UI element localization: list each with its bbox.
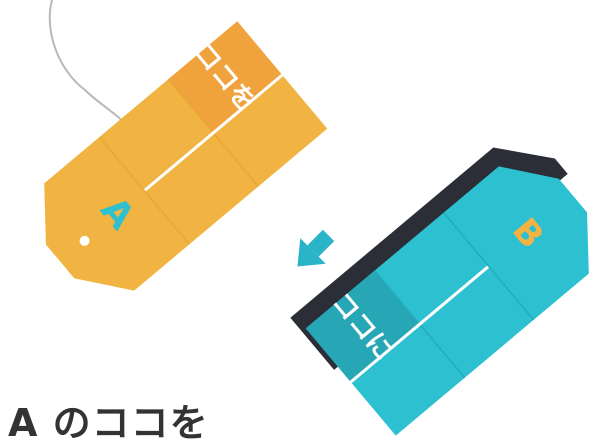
tag-a-grid-line: [98, 136, 190, 245]
tag-a-target-area: [168, 21, 283, 133]
tag-string: [48, 0, 131, 131]
tag-b-center-line: [349, 265, 490, 384]
down-right-arrow-icon: [297, 229, 335, 267]
tag-a: A ココを: [44, 21, 328, 291]
tag-b: B ココに: [290, 147, 589, 436]
tag-b-grid-line: [443, 212, 535, 321]
tag-a-center-line: [143, 73, 284, 192]
caption-text: A のココを: [8, 401, 209, 445]
tag-a-hole: [79, 235, 90, 246]
tag-b-target-area: [305, 270, 420, 382]
